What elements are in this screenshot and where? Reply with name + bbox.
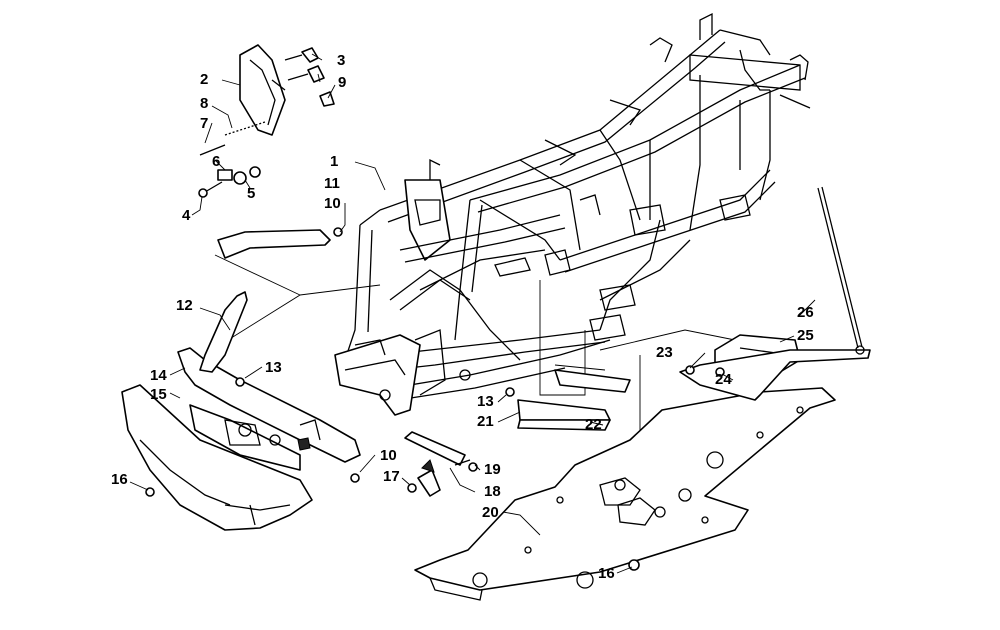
main-frame [334,12,811,416]
callout-24: 24 [715,371,732,388]
callout-10-lower: 10 [380,447,397,464]
callout-23: 23 [656,344,673,361]
callout-13-mid: 13 [477,393,494,410]
skid-plate [414,387,836,601]
callout-15: 15 [150,386,167,403]
callout-11: 11 [324,175,340,192]
callout-3: 3 [337,52,346,69]
callout-9: 9 [338,74,347,91]
front-bumper [121,229,361,531]
misc-parts [145,186,871,571]
callout-8: 8 [200,95,209,112]
callout-22: 22 [585,416,602,433]
callout-16-left: 16 [111,471,128,488]
headlight-assembly [198,44,335,198]
callout-20: 20 [482,504,499,521]
callout-4: 4 [182,207,191,224]
callout-leaders [129,53,816,574]
callout-2: 2 [200,71,209,88]
callout-13-left: 13 [265,359,282,376]
callout-5: 5 [247,185,256,202]
callout-18: 18 [484,483,501,500]
callout-7: 7 [200,115,209,132]
callout-1: 1 [330,153,339,170]
callout-16-lower: 16 [598,565,615,582]
callout-25: 25 [797,327,814,344]
callout-17: 17 [383,468,400,485]
callout-10-upper: 10 [324,195,341,212]
callout-6: 6 [212,153,221,170]
callout-14: 14 [150,367,167,384]
callout-12: 12 [176,297,193,314]
callout-21: 21 [477,413,494,430]
callout-26: 26 [797,304,814,321]
callout-19: 19 [484,461,501,478]
